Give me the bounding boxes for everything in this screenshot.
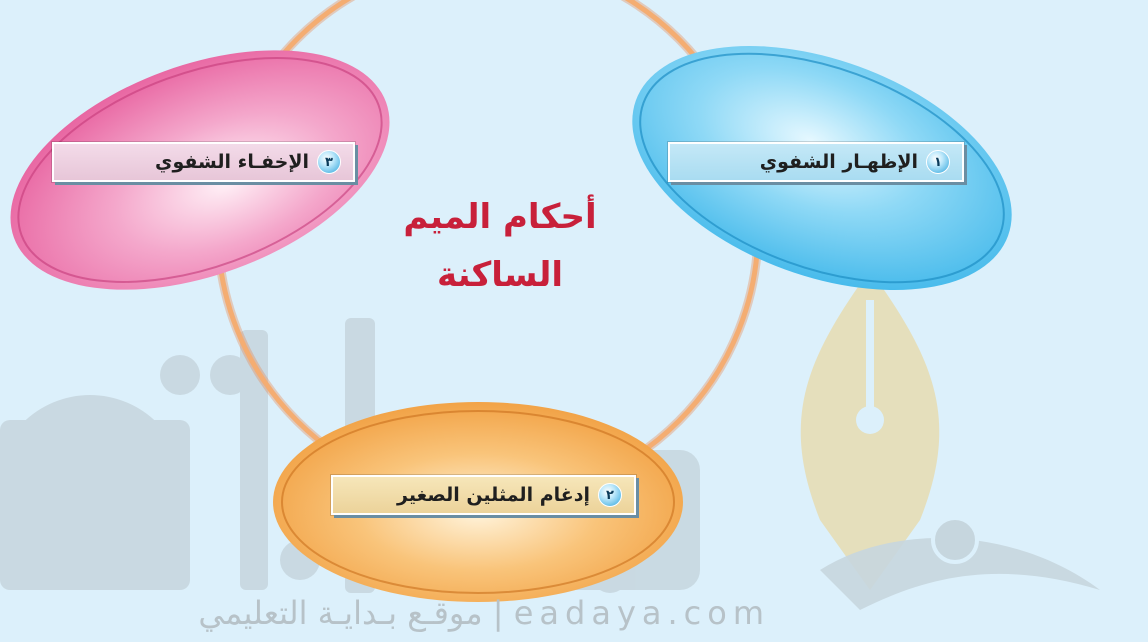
item-1-label-box: ١ الإظهـار الشفوي [668, 142, 964, 182]
item-2-number-badge: ٢ [598, 483, 622, 507]
item-3-label-box: ٣ الإخفـاء الشفوي [52, 142, 355, 182]
title-line-2: الساكنة [436, 255, 564, 295]
title-line-1: أحكام الميم [403, 197, 597, 237]
watermark-footer: موقـع بـدايـة التعليمي | eadaya.com [198, 594, 770, 632]
item-2-label-box: ٢ إدغام المثلين الصغير [331, 475, 636, 515]
item-3-label: الإخفـاء الشفوي [155, 151, 309, 173]
item-1-label: الإظهـار الشفوي [759, 151, 918, 173]
diagram-title: أحكام الميم الساكنة [360, 188, 640, 304]
item-2-label: إدغام المثلين الصغير [397, 484, 590, 506]
pen-nib-icon [800, 270, 1100, 610]
item-1-number-badge: ١ [926, 150, 950, 174]
item-3-number-badge: ٣ [317, 150, 341, 174]
